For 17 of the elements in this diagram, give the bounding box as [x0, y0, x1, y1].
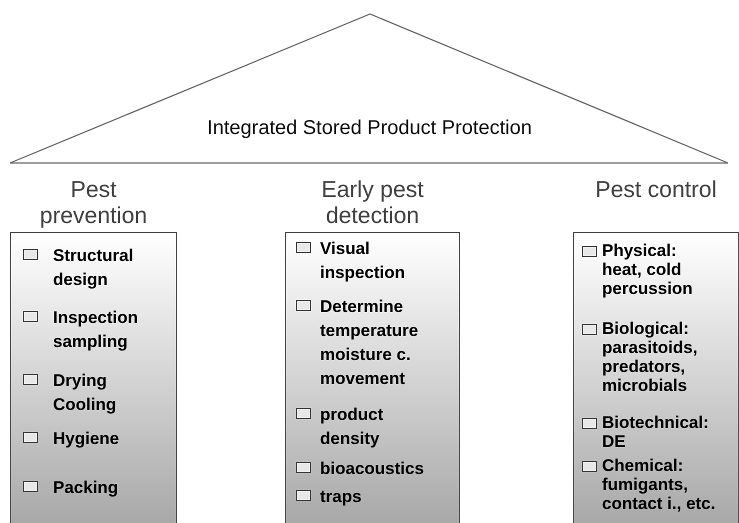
column-heading: Pest prevention [38, 176, 148, 228]
item-text: traps [320, 486, 363, 508]
item-text: Drying Cooling [53, 370, 118, 416]
item-text: Physical: heat, cold percussion [602, 241, 694, 298]
item-text: Hygiene [53, 428, 120, 450]
item-text: Chemical: fumigants, contact i., etc. [602, 456, 716, 513]
item-text: Biological: parasitoids, predators, microbials [602, 319, 698, 395]
item-text: Packing [53, 477, 120, 499]
item-text: Visual inspection [320, 238, 406, 284]
item-text: Inspection sampling [53, 307, 140, 353]
item-text: Determine temperature moisture c. movement [320, 296, 420, 390]
column-heading: Early pest detection [320, 176, 425, 228]
item-text: Biotechnical: DE [602, 413, 710, 451]
roof-title: Integrated Stored Product Protection [206, 117, 533, 140]
item-text: bioacoustics [320, 458, 425, 480]
column-heading: Pest control [594, 176, 718, 202]
item-text: Structural design [53, 245, 134, 291]
